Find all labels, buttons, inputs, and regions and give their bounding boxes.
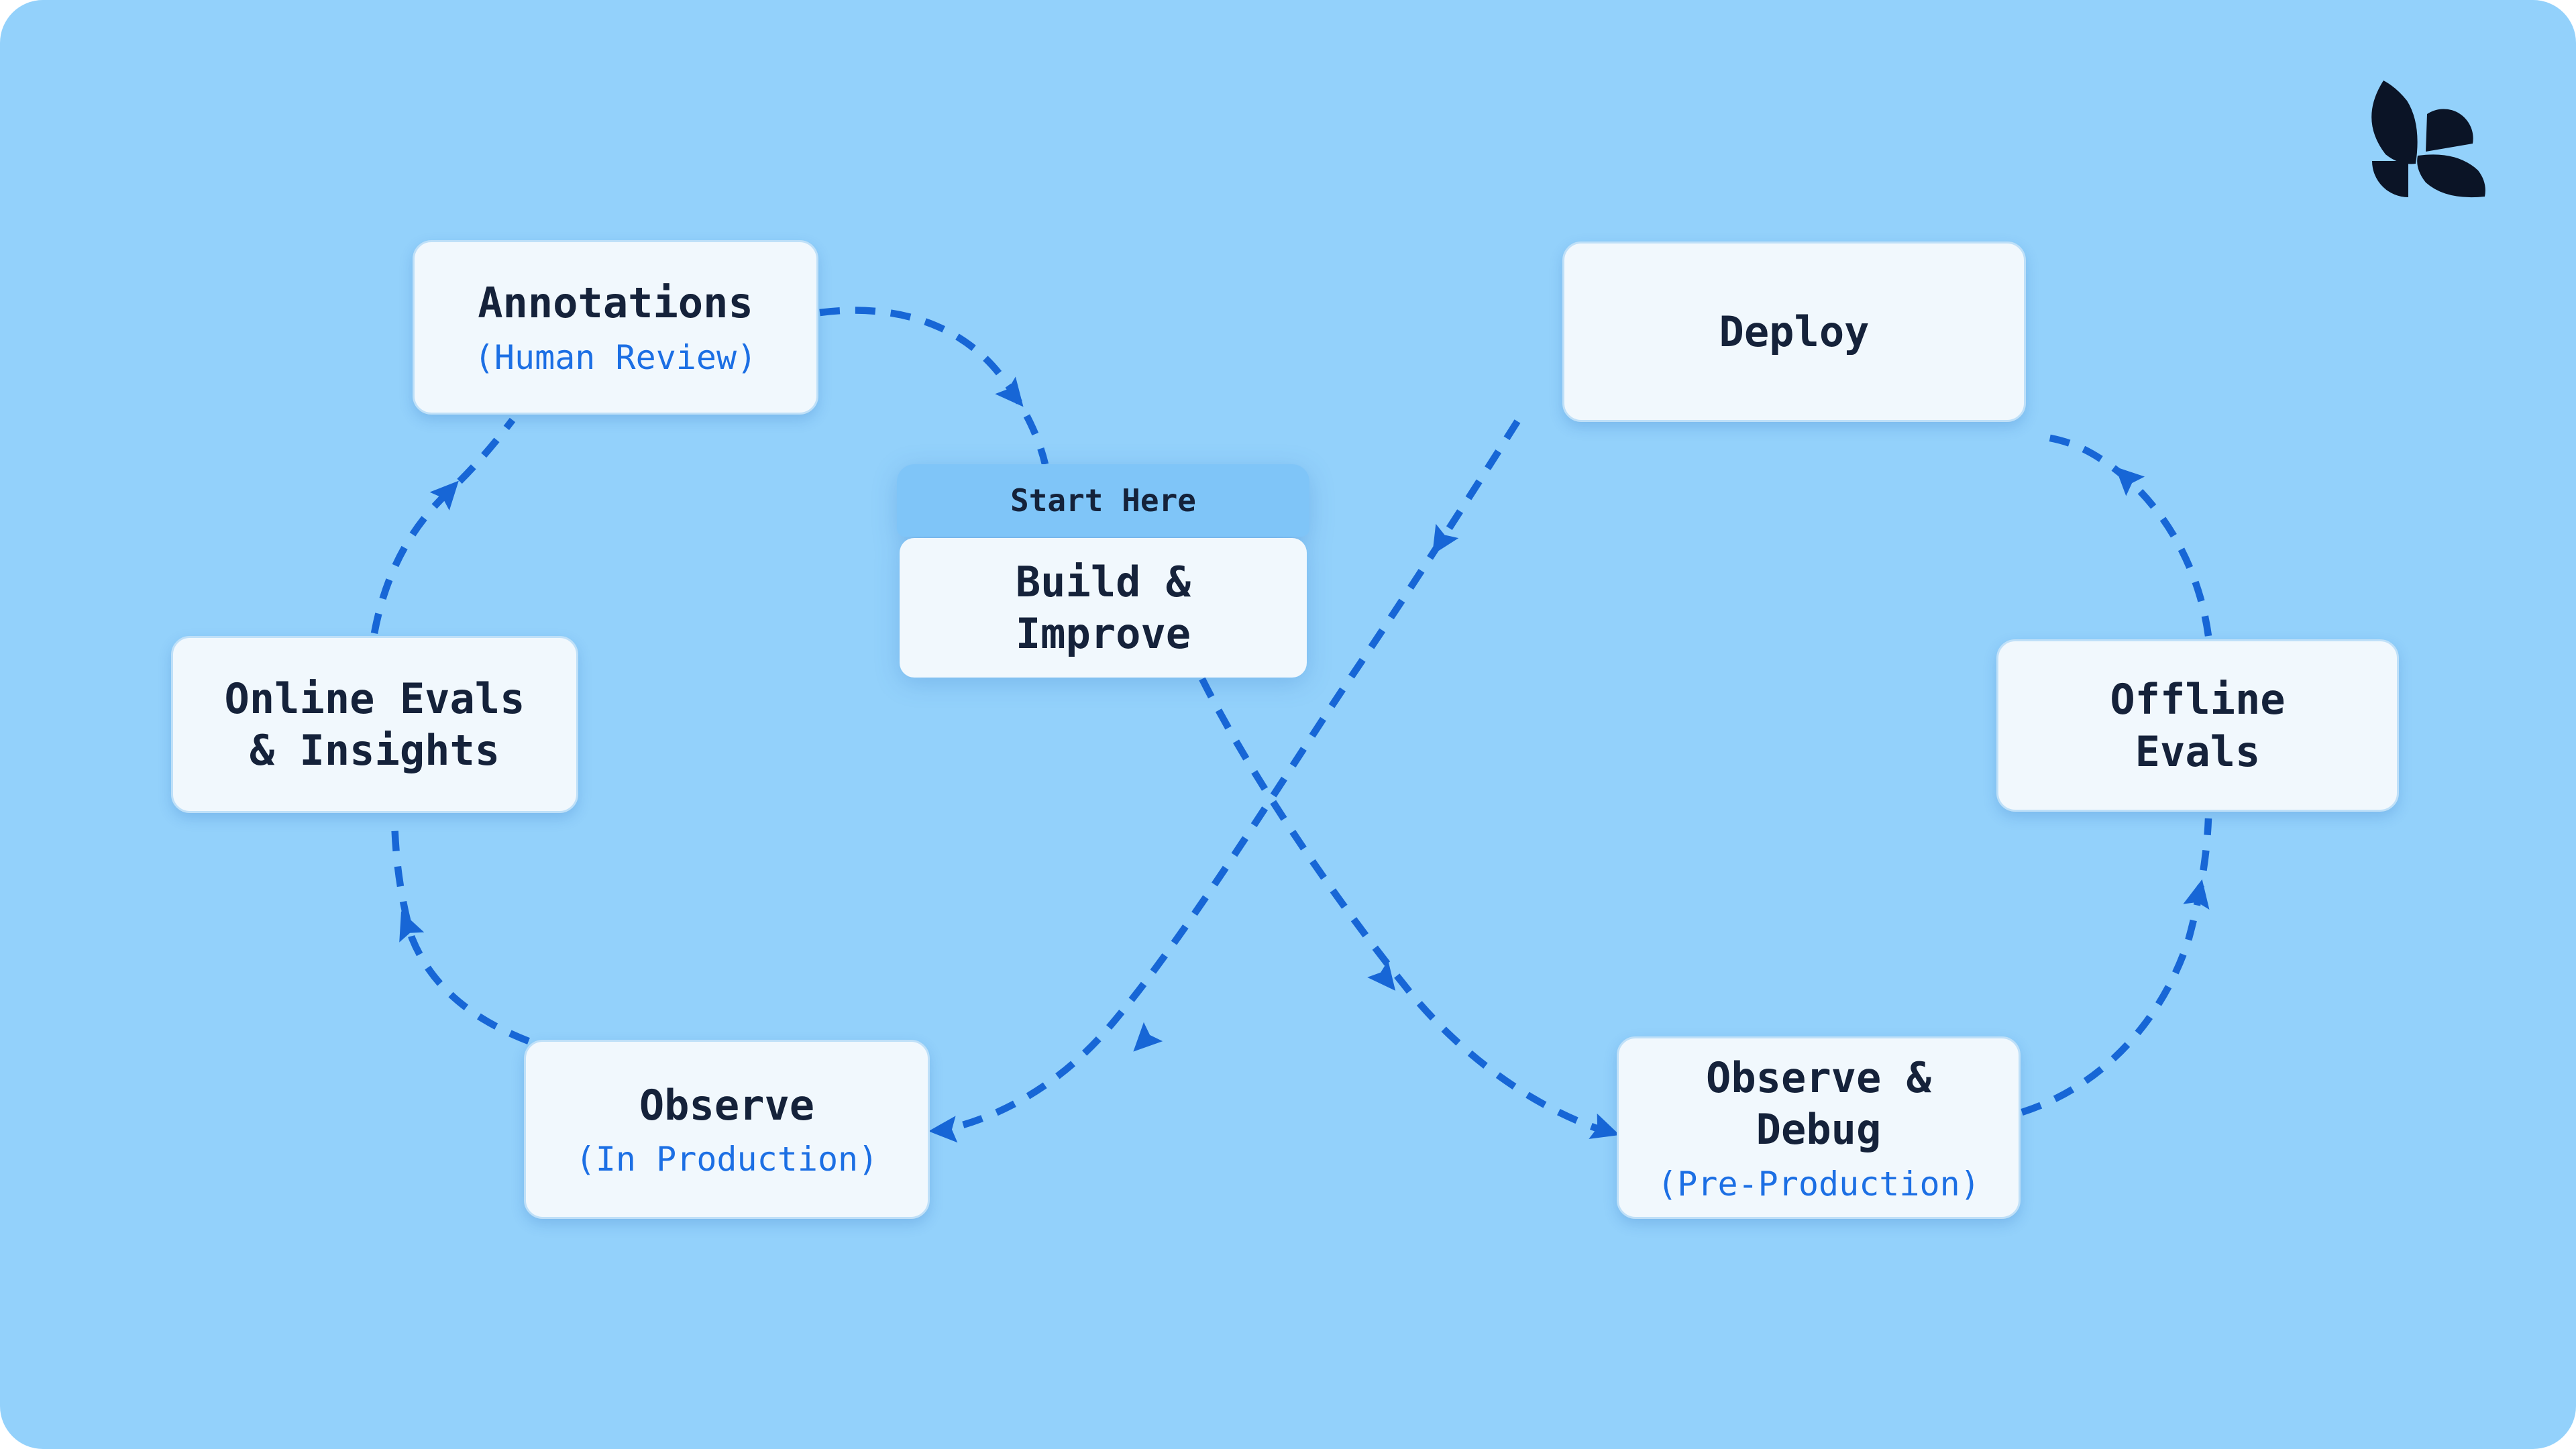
node-title: Build & Improve	[1015, 557, 1191, 659]
arrowhead	[1421, 523, 1459, 562]
build-improve-box: Build & Improve	[900, 538, 1307, 678]
node-observe-debug-pre-production: Observe & Debug (Pre-Production)	[1617, 1036, 2021, 1219]
node-subtitle: (Human Review)	[474, 337, 757, 377]
logo-petal	[2372, 161, 2408, 197]
arrowhead	[1367, 960, 1406, 1000]
node-title: Offline Evals	[2110, 675, 2286, 776]
start-here-badge: Start Here	[897, 464, 1309, 537]
arrowhead	[429, 471, 469, 511]
node-subtitle: (Pre-Production)	[1657, 1164, 1980, 1203]
edge-build-to-observe-debug	[1199, 677, 1606, 1134]
arrowhead	[1124, 1022, 1163, 1061]
node-build-improve: Start Here Build & Improve	[897, 464, 1309, 679]
arrowhead	[2183, 876, 2216, 910]
node-offline-evals: Offline Evals	[1996, 639, 2399, 812]
arrowhead	[388, 906, 425, 943]
langsmith-logo-icon	[2371, 80, 2485, 198]
arrowhead	[995, 376, 1034, 416]
node-title: Observe	[639, 1080, 815, 1130]
edge-annotations-to-build	[819, 307, 1049, 466]
node-observe-in-production: Observe (In Production)	[524, 1040, 930, 1219]
node-annotations: Annotations (Human Review)	[413, 240, 818, 415]
node-title: Observe & Debug	[1706, 1053, 1931, 1155]
edge-observe-to-online-evals	[390, 815, 530, 1044]
node-title: Deploy	[1719, 307, 1870, 356]
logo-petal	[2371, 80, 2418, 164]
logo-petal	[2426, 109, 2473, 152]
edge-offline-evals-to-deploy	[2036, 432, 2212, 637]
logo-petal	[2417, 154, 2485, 198]
node-deploy: Deploy	[1562, 241, 2026, 422]
arrowhead	[927, 1116, 958, 1145]
node-online-evals-insights: Online Evals & Insights	[171, 636, 578, 813]
arrowhead	[2106, 457, 2145, 496]
edge-observe-debug-to-offline-evals	[2021, 818, 2212, 1116]
node-title: Online Evals & Insights	[224, 674, 525, 775]
start-here-label: Start Here	[1010, 482, 1196, 519]
node-title: Annotations	[478, 278, 753, 328]
node-subtitle: (In Production)	[575, 1140, 879, 1179]
edge-online-evals-to-annotations	[370, 417, 516, 634]
